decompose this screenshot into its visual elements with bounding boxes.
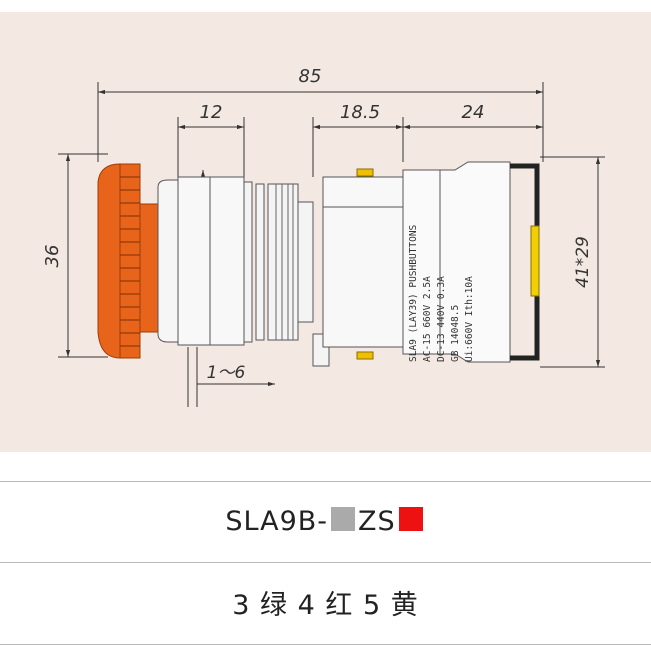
label-line-2: AC-15 660V 2.5A	[422, 276, 433, 362]
label-line-3: DC-13 440V 0.3A	[436, 276, 447, 362]
model-code-row: SLA9B- ZS	[0, 481, 651, 561]
red-color-swatch	[398, 507, 423, 531]
label-line-1: SLA9 (LAY39) PUSHBUTTONS	[408, 224, 419, 362]
color-codes-text: 3 绿 4 红 5 黄	[232, 589, 419, 621]
mounting-clip	[510, 163, 540, 361]
dim-12-label: 12	[200, 102, 223, 123]
mushroom-cap	[97, 163, 159, 359]
dim-panel-thickness	[187, 347, 275, 407]
color-codes-row: 3 绿 4 红 5 黄	[0, 562, 651, 642]
dim-36-label: 36	[42, 245, 63, 268]
dim-cap-offset	[177, 117, 245, 177]
divider-bottom	[0, 644, 651, 645]
dim-18-5-label: 18.5	[340, 102, 380, 123]
dim-body-lengths	[312, 117, 544, 177]
gray-color-swatch	[331, 507, 356, 531]
label-line-5: Ui:660V Ith:10A	[464, 276, 475, 362]
technical-drawing: 85 12 18.5 24 36 29 41*29 1～6	[0, 12, 651, 452]
label-line-4: GB 14048.5	[450, 305, 461, 362]
dim-body-section	[540, 156, 605, 368]
contact-body	[312, 161, 511, 367]
drawing-svg: 85 12 18.5 24 36 29 41*29 1～6	[42, 66, 605, 407]
dim-24-label: 24	[462, 102, 485, 123]
divider-top	[0, 481, 651, 482]
dim-1-6-label: 1～6	[207, 363, 246, 383]
bezel-assembly	[157, 176, 314, 346]
model-prefix: SLA9B-	[225, 505, 329, 537]
dim-41x29-label: 41*29	[573, 236, 593, 288]
model-middle: ZS	[358, 505, 396, 537]
divider-middle	[0, 562, 651, 563]
dim-cap-diameter	[58, 153, 108, 358]
body-label: SLA9 (LAY39) PUSHBUTTONS AC-15 660V 2.5A…	[408, 224, 475, 362]
dim-85-label: 85	[299, 66, 322, 87]
